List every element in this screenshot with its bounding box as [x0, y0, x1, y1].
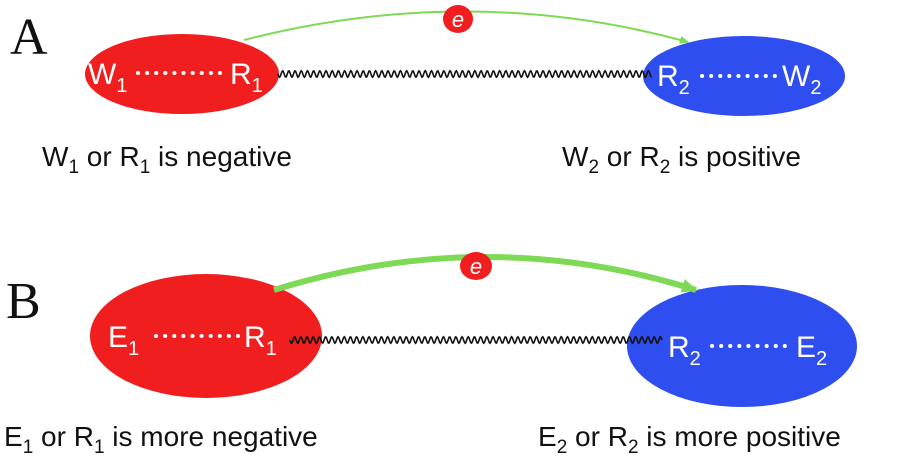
positive-ellipse-a	[643, 36, 845, 116]
left-group-label-b: E1	[108, 321, 139, 360]
electron-symbol-b: e	[470, 254, 482, 279]
caption-left-b: E1 or R1 is more negative	[4, 421, 318, 458]
electron-symbol-a: e	[452, 7, 464, 32]
right-group-label-b: E2	[796, 331, 827, 370]
wavy-linker-b	[289, 335, 663, 345]
panel-letter-a: A	[10, 9, 48, 66]
caption-left-a: W1 or R1 is negative	[42, 141, 292, 178]
right-group-label-a: W2	[782, 60, 821, 99]
electron-badge-a: e	[443, 5, 473, 33]
left-redox-label-b: R1	[244, 321, 277, 360]
caption-right-a: W2 or R2 is positive	[562, 141, 801, 178]
right-redox-label-b: R2	[668, 331, 701, 370]
left-group-label-a: W1	[88, 58, 127, 97]
panel-letter-b: B	[6, 273, 41, 330]
positive-ellipse-b	[627, 285, 857, 407]
panel-b: B E1 R1 R2 E2 e E1 or R1	[4, 252, 857, 458]
negative-ellipse-b	[90, 274, 322, 398]
panel-a: A W1 R1 R2 W2 e W1	[10, 5, 845, 178]
right-redox-label-a: R2	[657, 60, 690, 99]
wavy-linker-a	[277, 69, 653, 79]
electron-badge-b: e	[460, 252, 492, 280]
left-redox-label-a: R1	[230, 58, 263, 97]
caption-right-b: E2 or R2 is more positive	[538, 421, 841, 458]
